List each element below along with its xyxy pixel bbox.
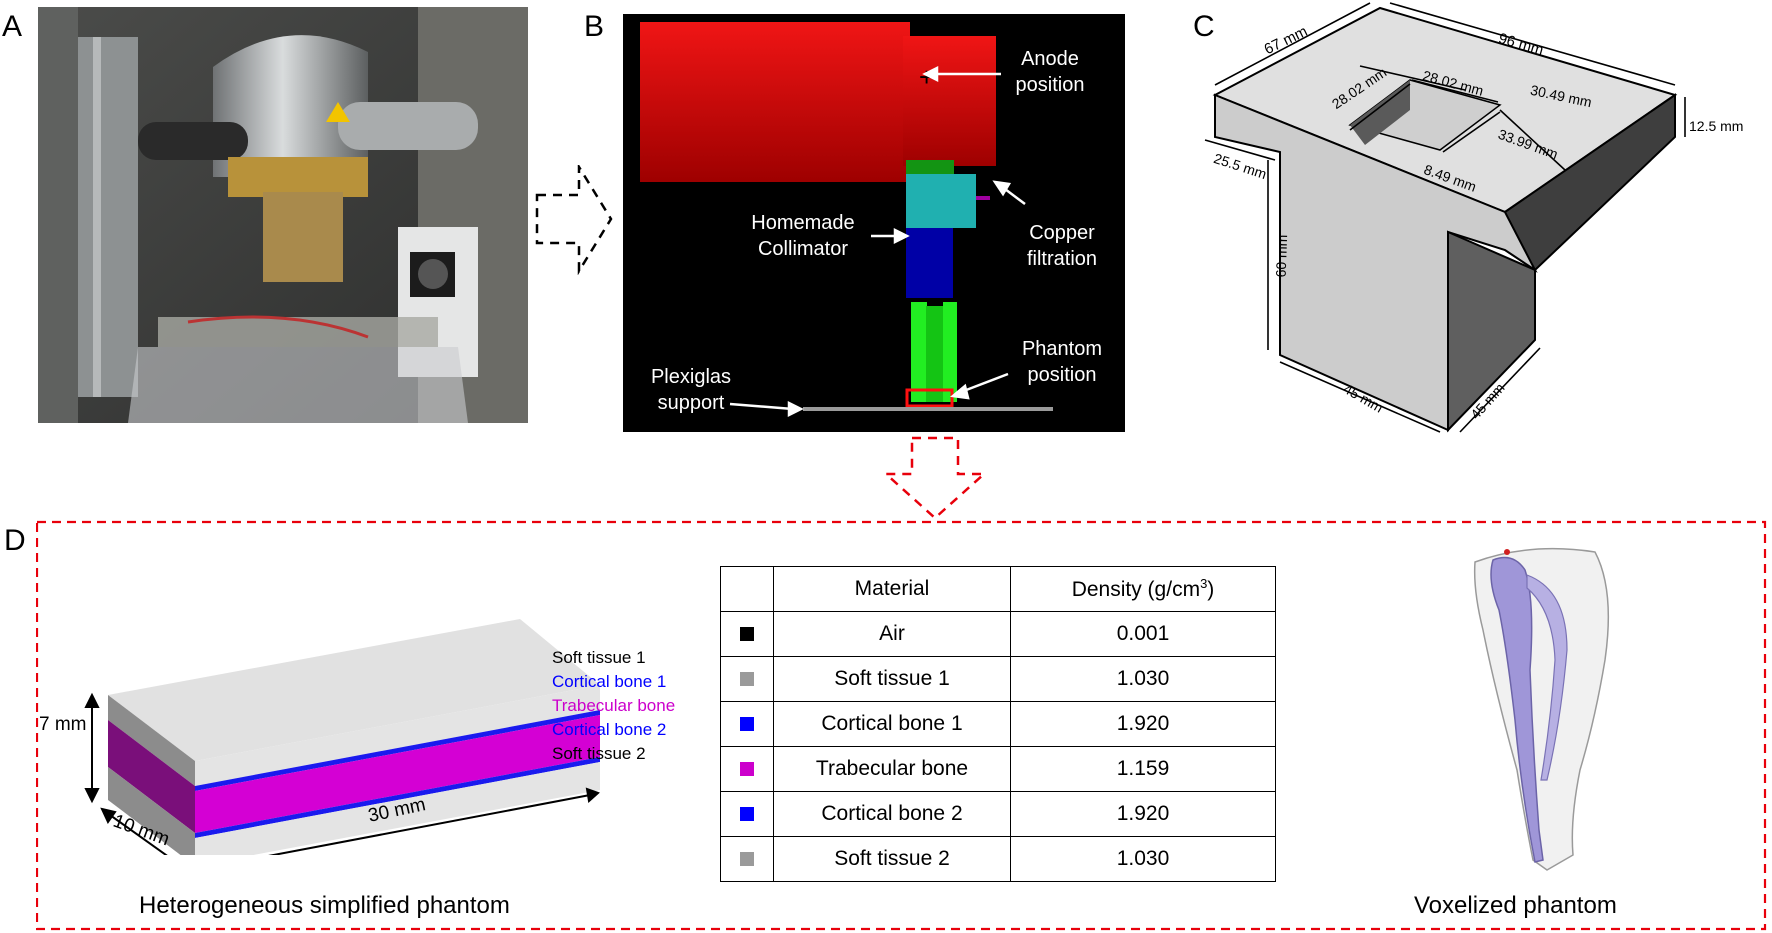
panel-d-frame: [36, 520, 1767, 931]
swatch-cortical-bone-2: [740, 807, 754, 822]
layer-trabecular: [195, 715, 600, 833]
dim-12-5mm: 12.5 mm: [1689, 118, 1744, 134]
cell-material: Cortical bone 2: [773, 791, 1011, 837]
table-header-row: Material Density (g/cm3): [720, 566, 1276, 612]
plexiglas-support: [803, 407, 1053, 411]
cell-material: Soft tissue 1: [773, 656, 1011, 702]
phantom-position-box: [905, 388, 954, 408]
table-row: Cortical bone 1 1.920: [720, 701, 1276, 747]
simulation-drawing: +: [640, 22, 1053, 418]
arrow-b-to-d: [882, 436, 988, 520]
label-cortical-bone-1: Cortical bone 1: [552, 672, 667, 691]
panel-label-b: B: [584, 10, 605, 43]
swatch-air: [740, 627, 754, 642]
arrow-a-to-b: [535, 165, 613, 275]
swatch-soft-tissue-2: [740, 852, 754, 867]
swatch-cortical-bone-1: [740, 717, 754, 732]
cell-material: Air: [773, 611, 1011, 657]
anode-marker: +: [919, 62, 934, 92]
tube-head: [903, 36, 996, 166]
cell-density: 1.030: [1010, 656, 1276, 702]
beam-center: [926, 306, 944, 402]
table-row: Soft tissue 2 1.030: [720, 836, 1276, 882]
table-row: Cortical bone 2 1.920: [720, 791, 1276, 837]
label-cortical-bone-2: Cortical bone 2: [552, 720, 667, 739]
cell-material: Cortical bone 1: [773, 701, 1011, 747]
layered-phantom: [84, 619, 600, 855]
beam-left: [911, 302, 927, 402]
beam-right: [943, 302, 957, 402]
stem-right-face: [1447, 230, 1536, 433]
label-soft-tissue-1: Soft tissue 1: [552, 648, 646, 667]
panel-label-c: C: [1193, 10, 1215, 43]
swatch-soft-tissue-1: [740, 672, 754, 687]
caption-voxelized-phantom: Voxelized phantom: [1414, 892, 1617, 919]
table-row: Air 0.001: [720, 611, 1276, 657]
irradiator-photo: [38, 7, 528, 423]
header-density: Density (g/cm3): [1010, 566, 1276, 612]
cell-density: 1.030: [1010, 836, 1276, 882]
cell-density: 1.920: [1010, 701, 1276, 747]
top-marker: [1504, 549, 1510, 555]
holder-drawing: [1204, 2, 1686, 433]
voxelized-phantom: [1473, 547, 1610, 871]
label-trabecular-bone: Trabecular bone: [552, 696, 676, 715]
cell-material: Trabecular bone: [773, 746, 1011, 792]
layer-soft-tissue-2: [195, 762, 600, 855]
layer-cortical-2: [195, 757, 600, 838]
table-row: Trabecular bone 1.159: [720, 746, 1276, 792]
tube-housing: [640, 22, 910, 182]
caption-simplified-phantom: Heterogeneous simplified phantom: [139, 892, 510, 919]
phantom-top-face: [108, 619, 600, 761]
layer-cortical-1: [195, 710, 600, 791]
dim-60mm: 60 mm: [1272, 234, 1291, 278]
green-ring: [906, 160, 954, 176]
materials-table: Material Density (g/cm3) Air 0.001 Soft …: [720, 566, 1276, 882]
panel-label-a: A: [2, 10, 23, 43]
homemade-collimator: [906, 228, 953, 298]
dim-7mm: 7 mm: [39, 714, 87, 735]
cell-density: 1.920: [1010, 791, 1276, 837]
panel-label-d: D: [4, 524, 26, 557]
swatch-trabecular-bone: [740, 762, 754, 777]
cell-density: 0.001: [1010, 611, 1276, 657]
label-soft-tissue-2: Soft tissue 2: [552, 744, 646, 763]
table-row: Soft tissue 1 1.030: [720, 656, 1276, 702]
end-trabecular: [108, 720, 195, 833]
layer-soft-tissue-1: [195, 685, 600, 786]
end-soft-tissue-2: [108, 767, 195, 855]
end-soft-tissue-1: [108, 695, 195, 786]
header-material: Material: [773, 566, 1011, 612]
cell-material: Soft tissue 2: [773, 836, 1011, 882]
irradiator-photo-illustration: [38, 7, 528, 423]
copper-filter-block: [906, 174, 976, 228]
header-swatch: [720, 566, 774, 612]
cell-density: 1.159: [1010, 746, 1276, 792]
fibula-bone: [1526, 574, 1568, 781]
copper-filtration: [976, 196, 990, 200]
